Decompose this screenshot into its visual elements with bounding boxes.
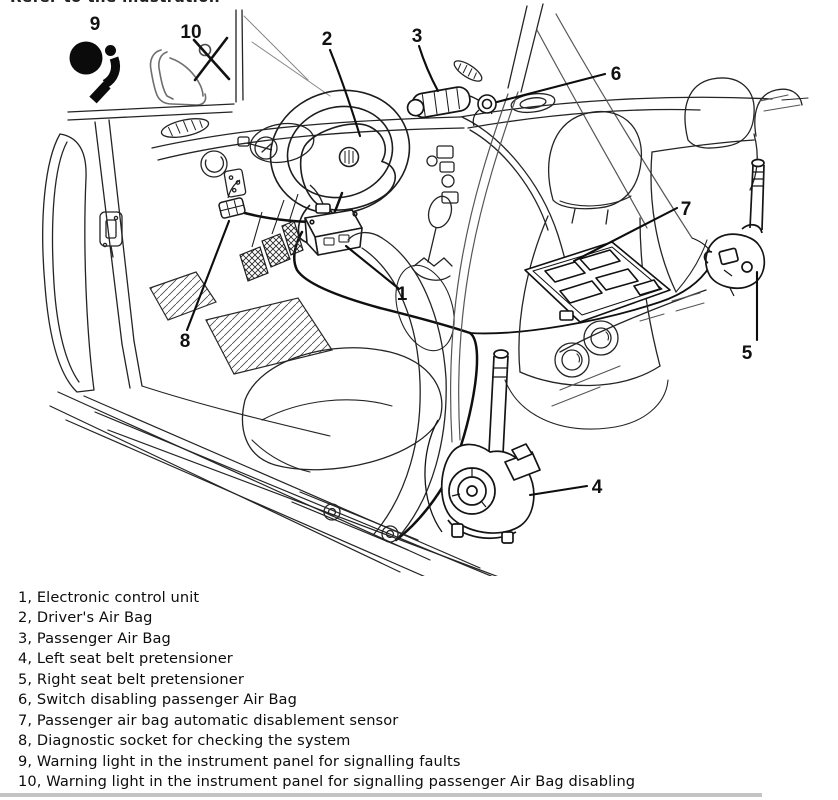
seat-belt-lines — [451, 14, 692, 442]
clipped-header: Refer to the illustration — [0, 0, 400, 7]
legend-item-8: 8, Diagnostic socket for checking the sy… — [18, 732, 351, 750]
callout-7: 7 — [681, 199, 692, 220]
callout-line-1 — [346, 246, 398, 288]
bottom-divider — [0, 793, 762, 797]
callout-4: 4 — [592, 477, 603, 498]
callout-lines — [187, 46, 757, 495]
legend-item-9: 9, Warning light in the instrument panel… — [18, 752, 461, 770]
callout-3: 3 — [412, 26, 423, 47]
left-pretensioner-drawing — [425, 350, 540, 543]
legend-item-6: 6, Switch disabling passenger Air Bag — [18, 691, 297, 709]
legend-item-2: 2, Driver's Air Bag — [18, 609, 153, 627]
callout-line-3 — [419, 46, 438, 91]
callout-line-8 — [187, 221, 229, 330]
callout-5: 5 — [742, 343, 753, 364]
legend-item-5: 5, Right seat belt pretensioner — [18, 670, 244, 688]
rear-seat-drawing — [552, 78, 802, 406]
callout-line-2 — [330, 50, 360, 136]
callout-line-6 — [497, 74, 605, 102]
diagnostic-socket-drawing — [218, 180, 245, 219]
passenger-seat-drawing — [505, 112, 668, 429]
callout-9: 9 — [90, 14, 101, 35]
callout-10: 10 — [180, 22, 201, 43]
legend-item-7: 7, Passenger air bag automatic disableme… — [18, 711, 399, 729]
pedals-drawing — [240, 194, 303, 281]
airbag-warning-light-icon — [69, 41, 117, 101]
passenger-airbag-disabled-icon — [150, 38, 229, 105]
airbag-switch-drawing — [473, 95, 496, 126]
airbag-system-diagram: 1 2 3 4 5 6 7 8 9 10 — [0, 0, 838, 576]
driver-seat-drawing — [243, 233, 447, 550]
legend-item-4: 4, Left seat belt pretensioner — [18, 650, 233, 668]
seat-sensor-mat-drawing — [525, 242, 670, 322]
legend-item-10: 10, Warning light in the instrument pane… — [18, 773, 636, 791]
callout-1: 1 — [397, 284, 408, 305]
callout-line-4 — [530, 486, 587, 495]
clipped-header-text: Refer to the illustration — [10, 0, 400, 6]
floor-mats-drawing — [150, 272, 332, 374]
passenger-airbag-drawing — [405, 85, 492, 120]
legend-item-1: 1, Electronic control unit — [18, 589, 200, 606]
right-pretensioner-drawing — [692, 160, 764, 297]
dashboard-drawing — [152, 57, 572, 318]
callout-2: 2 — [322, 29, 333, 50]
legend-list: 1, Electronic control unit 2, Driver's A… — [18, 588, 828, 793]
callout-6: 6 — [611, 64, 622, 85]
callout-8: 8 — [180, 331, 191, 352]
legend-item-3: 3, Passenger Air Bag — [18, 629, 171, 647]
callout-line-7 — [574, 208, 677, 261]
